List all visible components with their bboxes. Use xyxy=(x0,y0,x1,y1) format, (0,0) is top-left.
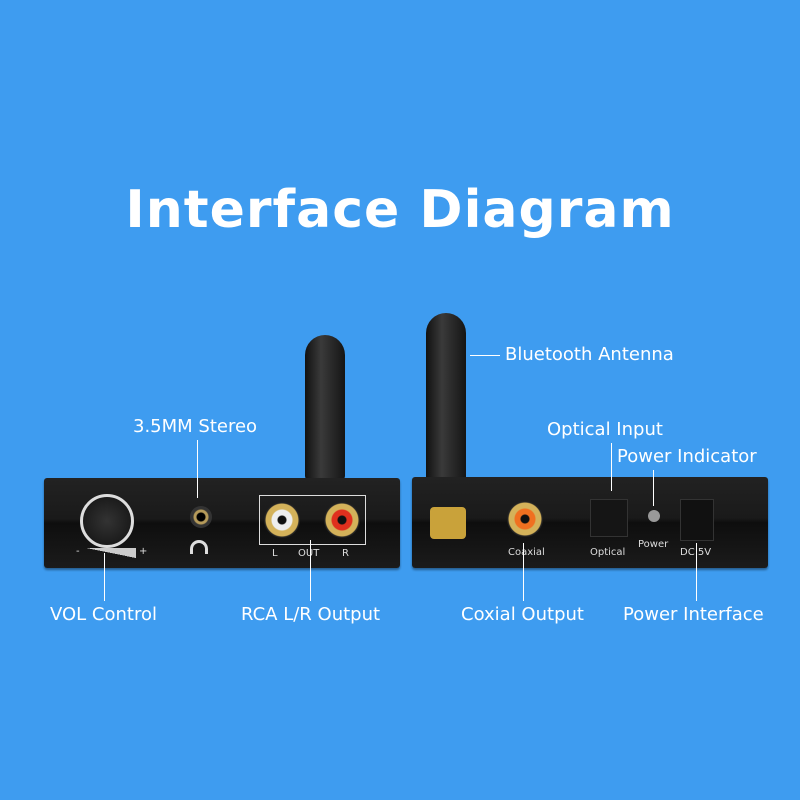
optical-print: Optical xyxy=(590,547,626,558)
power-led xyxy=(648,510,660,522)
label-vol-control: VOL Control xyxy=(50,604,157,625)
leader-rca xyxy=(310,540,311,601)
label-rca-output: RCA L/R Output xyxy=(241,604,381,625)
label-coxial-output: Coxial Output xyxy=(461,604,584,625)
label-bluetooth-antenna: Bluetooth Antenna xyxy=(505,344,674,365)
vol-minus: - xyxy=(76,546,80,557)
rca-left-jack[interactable] xyxy=(264,502,300,538)
leader-stereo xyxy=(197,440,198,498)
volume-knob[interactable] xyxy=(80,494,134,548)
rca-out-print: OUT xyxy=(298,548,320,559)
leader-coaxial xyxy=(523,543,524,601)
rca-highlight-box xyxy=(259,495,366,545)
leader-power-indicator xyxy=(653,470,654,506)
leader-vol xyxy=(104,553,105,601)
device-front-panel: - + L OUT R xyxy=(44,478,400,568)
coaxial-print: Coaxial xyxy=(508,547,545,558)
bluetooth-antenna xyxy=(426,313,466,498)
page-title: Interface Diagram xyxy=(125,180,675,240)
antenna-connector xyxy=(430,507,466,539)
coaxial-jack[interactable] xyxy=(507,501,543,537)
device-rear-panel: Coaxial Optical Power DC 5V xyxy=(412,477,768,568)
dc-power-jack[interactable] xyxy=(680,499,714,541)
label-power-interface: Power Interface xyxy=(623,604,764,625)
optical-port[interactable] xyxy=(590,499,628,537)
vol-plus: + xyxy=(139,546,148,557)
leader-power-interface xyxy=(696,543,697,601)
dc-print: DC 5V xyxy=(680,547,712,558)
rca-r-print: R xyxy=(342,548,349,559)
headphone-jack[interactable] xyxy=(190,506,212,528)
power-print: Power xyxy=(638,539,669,550)
rca-l-print: L xyxy=(272,548,278,559)
left-antenna xyxy=(305,335,345,480)
label-power-indicator: Power Indicator xyxy=(617,446,757,467)
rca-right-jack[interactable] xyxy=(324,502,360,538)
label-stereo: 3.5MM Stereo xyxy=(133,416,258,437)
volume-scale xyxy=(86,548,136,558)
headphone-icon xyxy=(190,540,208,554)
leader-optical xyxy=(611,443,612,491)
label-optical-input: Optical Input xyxy=(547,419,663,440)
leader-antenna xyxy=(470,355,500,356)
